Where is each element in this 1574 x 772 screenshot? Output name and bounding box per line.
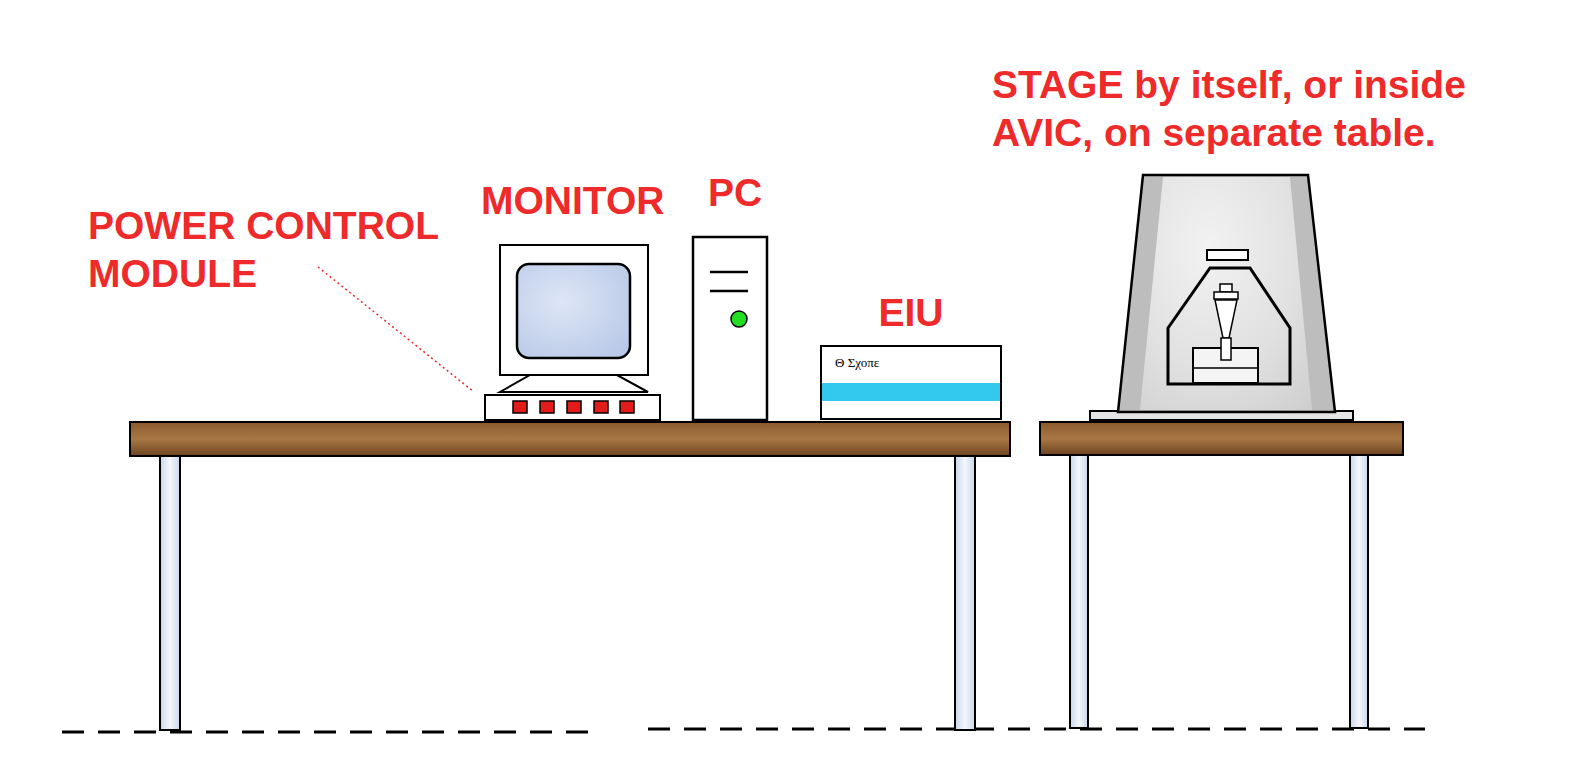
part-label: PC [708, 169, 798, 217]
power-switch [594, 401, 608, 413]
leader-line [318, 267, 474, 392]
probe-holder [1220, 284, 1232, 292]
table-leg [1350, 454, 1368, 728]
pc-tower [693, 237, 767, 420]
power-led [731, 311, 747, 327]
avic-window [1140, 177, 1312, 410]
monitor-screen [517, 264, 630, 358]
probe [1215, 300, 1237, 338]
interface-unit-box: EIUΘ Σχοπε [820, 345, 1002, 420]
power-switch [540, 401, 554, 413]
power-switch [513, 401, 527, 413]
probe-holder [1214, 292, 1238, 299]
table-leg [160, 455, 180, 730]
power-switch [567, 401, 581, 413]
power-module [485, 395, 660, 420]
probe [1221, 338, 1231, 360]
unit-name: EIU [878, 289, 943, 337]
avic-enclosure [1118, 175, 1335, 412]
power-switch [620, 401, 634, 413]
table-top [1040, 422, 1403, 455]
floor-line [648, 728, 1425, 731]
part-label: STAGE by itself, or inside AVIC, on sepa… [992, 61, 1532, 157]
part-label: MONITOR [481, 177, 721, 225]
monitor-case [500, 245, 648, 375]
color-band [822, 383, 1000, 401]
table-leg [1070, 454, 1088, 728]
part-label: POWER CONTROL MODULE [88, 202, 468, 298]
drive-slot [710, 271, 748, 274]
monitor-stand [500, 375, 648, 392]
floor-line [62, 731, 600, 734]
stage-block [1193, 367, 1258, 369]
table-top [130, 422, 1010, 456]
drive-slot [710, 290, 748, 293]
stage-frame [1168, 268, 1290, 384]
stage-part [1207, 250, 1248, 260]
unit-brand: Θ Σχοπε [835, 355, 879, 371]
table-leg [955, 455, 975, 730]
